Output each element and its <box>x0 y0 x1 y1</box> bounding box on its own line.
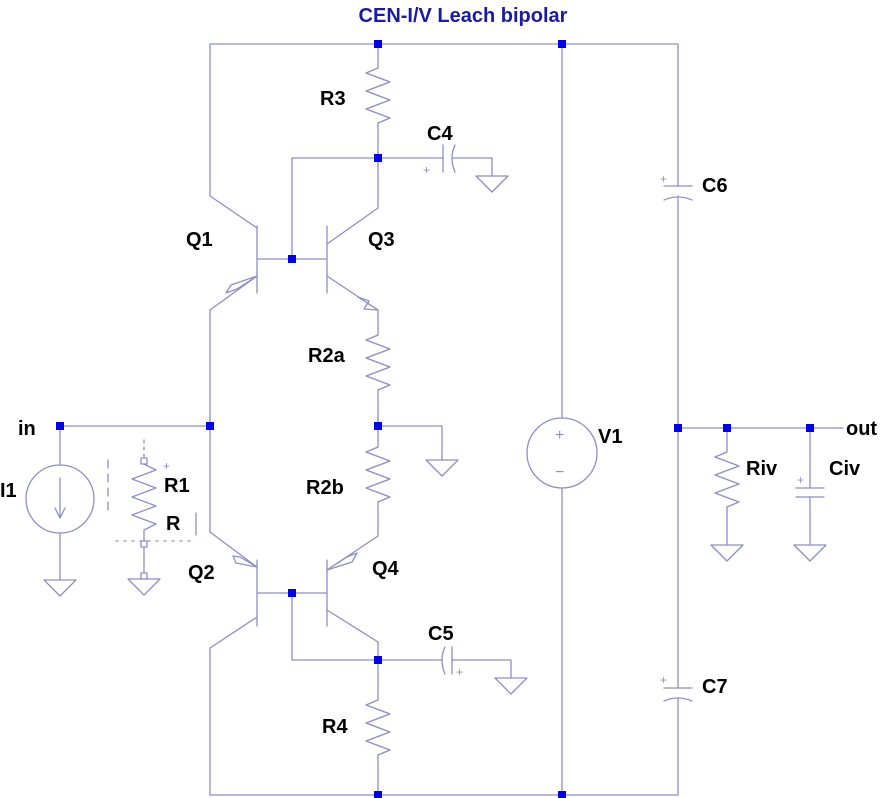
left-mid-wire <box>209 309 258 568</box>
junction-node <box>288 255 296 263</box>
transistor-q3 <box>291 157 379 311</box>
resistor-r2b <box>365 425 391 537</box>
transistor-q2 <box>232 555 293 627</box>
transistor-q4 <box>291 535 379 661</box>
c7-plus-sign: + <box>660 673 667 687</box>
label-in: in <box>18 418 36 440</box>
voltage-source-v1 <box>526 43 598 796</box>
resistor-r2a <box>365 309 391 427</box>
c5-plus-sign: + <box>456 665 463 679</box>
resistor-r1 <box>107 439 197 596</box>
r2-midpoint-ground-wire <box>377 425 443 461</box>
label-r4: R4 <box>322 716 348 738</box>
label-r2a: R2a <box>308 345 346 367</box>
r1-plus-sign: + <box>163 459 170 473</box>
label-c7: C7 <box>702 676 728 698</box>
label-r3: R3 <box>320 88 346 110</box>
junction-node <box>288 589 296 597</box>
label-q3: Q3 <box>368 229 395 251</box>
resistor-r3 <box>365 43 391 159</box>
capacitor-c4 <box>377 144 509 193</box>
current-source-i1 <box>25 425 95 597</box>
c6-plus-sign: + <box>660 172 667 186</box>
schematic-title: CEN-I/V Leach bipolar <box>359 5 568 27</box>
civ-plus-sign: + <box>797 473 804 487</box>
junction-node <box>56 422 64 430</box>
junction-node <box>374 656 382 664</box>
q4-base-tie-wire <box>291 592 379 661</box>
label-out: out <box>846 418 877 440</box>
label-r1-value: R <box>166 513 181 535</box>
label-q1: Q1 <box>186 229 213 251</box>
ground-symbol-mid <box>425 459 459 477</box>
resistor-r4 <box>365 659 391 796</box>
label-c5: C5 <box>428 623 454 645</box>
label-riv: Riv <box>746 458 778 480</box>
capacitor-civ <box>793 427 827 562</box>
junction-node <box>558 791 566 798</box>
junction-node <box>206 422 214 430</box>
label-q2: Q2 <box>188 562 215 584</box>
junction-node <box>806 424 814 432</box>
transistor-q1 <box>209 225 293 311</box>
label-r2b: R2b <box>306 477 344 499</box>
label-civ: Civ <box>829 458 861 480</box>
q2-collector-wire <box>209 616 258 796</box>
capacitor-c5 <box>377 646 528 695</box>
q1-collector-wire <box>209 43 258 229</box>
label-v1: V1 <box>598 426 622 448</box>
junction-node <box>374 154 382 162</box>
junction-node <box>558 40 566 48</box>
junction-node <box>374 40 382 48</box>
label-c4: C4 <box>427 123 453 145</box>
resistor-riv <box>710 427 744 562</box>
label-c6: C6 <box>702 175 728 197</box>
q3-base-tie-wire <box>291 157 379 260</box>
label-r1: R1 <box>164 475 190 497</box>
c4-plus-sign: + <box>423 163 430 177</box>
junction-node <box>723 424 731 432</box>
junction-node <box>674 424 682 432</box>
junction-node <box>374 791 382 798</box>
label-i1: I1 <box>0 480 17 502</box>
label-q4: Q4 <box>372 558 400 580</box>
v1-plus-sign: + <box>555 427 564 444</box>
v1-minus-sign: − <box>555 464 564 481</box>
junction-node <box>374 422 382 430</box>
